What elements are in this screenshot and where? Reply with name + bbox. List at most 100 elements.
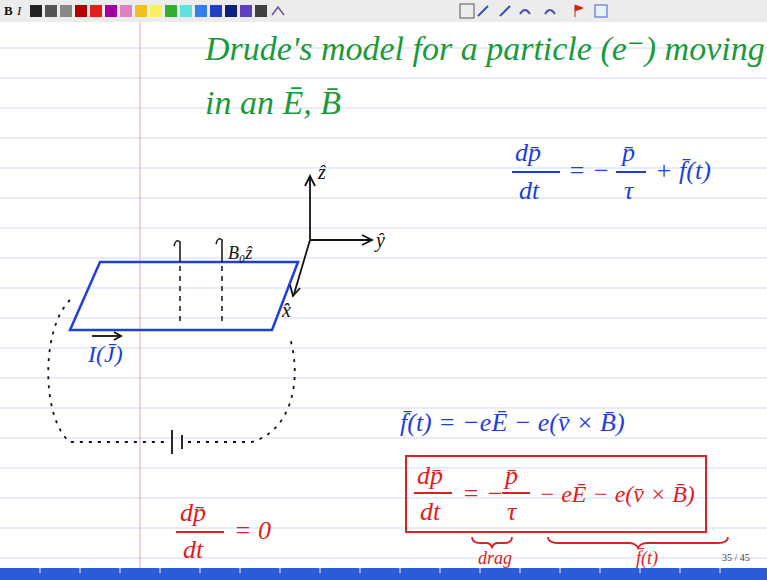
fraction-numerator: dp̄ <box>180 500 206 526</box>
toolbar <box>0 0 767 22</box>
rule-line <box>0 108 767 109</box>
tool-icon <box>595 5 607 17</box>
progress-ticks <box>40 568 720 573</box>
rule-line <box>0 468 767 469</box>
margin-line <box>140 22 141 568</box>
rule-line <box>0 408 767 409</box>
force-equation: f̄(t) = −eĒ − e(v̄ × B̄) <box>400 410 625 436</box>
color-swatch <box>210 5 222 17</box>
color-swatch <box>165 5 177 17</box>
rule-line <box>0 228 767 229</box>
underbraces <box>472 537 728 548</box>
slide-title: Drude's model for a particle (e⁻) moving… <box>205 22 765 130</box>
arrow-head <box>362 235 372 245</box>
fraction-bars <box>176 172 646 532</box>
fraction-bar <box>512 171 560 173</box>
rule-line <box>0 198 767 199</box>
underbrace <box>548 537 728 548</box>
color-swatch <box>150 5 162 17</box>
axis-label: ŷ <box>376 230 385 250</box>
x-axis <box>294 240 310 294</box>
fraction-bar <box>176 531 224 533</box>
fraction-bar <box>502 492 530 494</box>
color-swatch <box>240 5 252 17</box>
battery-symbol <box>171 430 173 454</box>
color-swatch <box>120 5 132 17</box>
circuit <box>48 300 295 454</box>
color-swatch <box>180 5 192 17</box>
z-axis <box>309 178 311 240</box>
tool-icon <box>272 7 284 15</box>
field-line <box>221 266 223 322</box>
field-line <box>174 241 180 262</box>
axis-label: x̂ <box>282 300 291 320</box>
current-arrow <box>92 335 120 337</box>
rule-line <box>0 288 767 289</box>
color-swatch <box>75 5 87 17</box>
axis-label: ẑ <box>318 162 326 182</box>
plate-illustration <box>70 239 298 330</box>
tool-icon <box>500 6 510 16</box>
color-swatch <box>225 5 237 17</box>
equation-box: dp̄ dt = −p̄ τ − eĒ − e(v̄ × B̄) <box>405 455 707 533</box>
arrow-head <box>114 332 121 340</box>
field-label: B₀ẑ <box>228 244 252 262</box>
tool-icon <box>575 5 583 17</box>
page-number: 35 / 45 <box>722 553 750 563</box>
color-swatch <box>135 5 147 17</box>
rule-line <box>0 438 767 439</box>
fraction-numerator: p̄ <box>505 463 518 489</box>
status-bar <box>0 568 767 580</box>
y-axis <box>310 239 370 241</box>
fraction-denominator: τ <box>507 499 516 525</box>
color-swatch <box>255 5 267 17</box>
rule-line <box>0 378 767 379</box>
rule-line <box>0 318 767 319</box>
fraction-numerator: p̄ <box>622 140 635 166</box>
conducting-plate <box>70 262 298 330</box>
equation-operator: = − <box>568 158 610 184</box>
rule-line <box>0 138 767 139</box>
rule-line <box>0 258 767 259</box>
toolbar-bold: B <box>4 4 13 17</box>
rule-line <box>0 168 767 169</box>
fraction-bar <box>414 492 452 494</box>
rule-line <box>0 528 767 529</box>
field-line <box>179 266 181 322</box>
tool-icon <box>545 10 555 14</box>
tool-icon <box>460 4 474 18</box>
equation-term: − eĒ − e(v̄ × B̄) <box>539 482 695 506</box>
fraction-denominator: dt <box>183 537 203 563</box>
arrow-head <box>290 285 300 296</box>
fraction-numerator: dp̄ <box>515 140 541 166</box>
arrow-head <box>305 176 315 186</box>
current-label: I(J̄) <box>88 342 123 366</box>
wire <box>48 300 166 442</box>
color-swatch <box>30 5 42 17</box>
color-swatch <box>45 5 57 17</box>
field-line <box>216 239 222 262</box>
underbrace <box>472 537 512 548</box>
tool-icon <box>478 6 488 16</box>
ruled-lines <box>0 48 767 558</box>
wire <box>188 338 295 442</box>
color-swatch <box>195 5 207 17</box>
equation-term: + f̄(t) <box>655 158 711 184</box>
axes <box>290 176 372 296</box>
color-swatch <box>90 5 102 17</box>
equation-operator: = − <box>462 481 504 507</box>
fraction-numerator: dp̄ <box>417 463 443 489</box>
color-swatch <box>60 5 72 17</box>
fraction-denominator: τ <box>624 178 633 204</box>
fraction-denominator: dt <box>420 499 440 525</box>
progress-bar <box>0 568 767 580</box>
equation-term: = 0 <box>234 518 271 544</box>
toolbar-italic: I <box>17 4 21 17</box>
battery-symbol <box>181 435 183 449</box>
toolbar-bar <box>0 0 767 22</box>
tool-icon <box>520 10 530 14</box>
fraction-denominator: dt <box>519 178 539 204</box>
brace-label: f̄(t) <box>636 549 658 567</box>
color-swatch <box>105 5 117 17</box>
